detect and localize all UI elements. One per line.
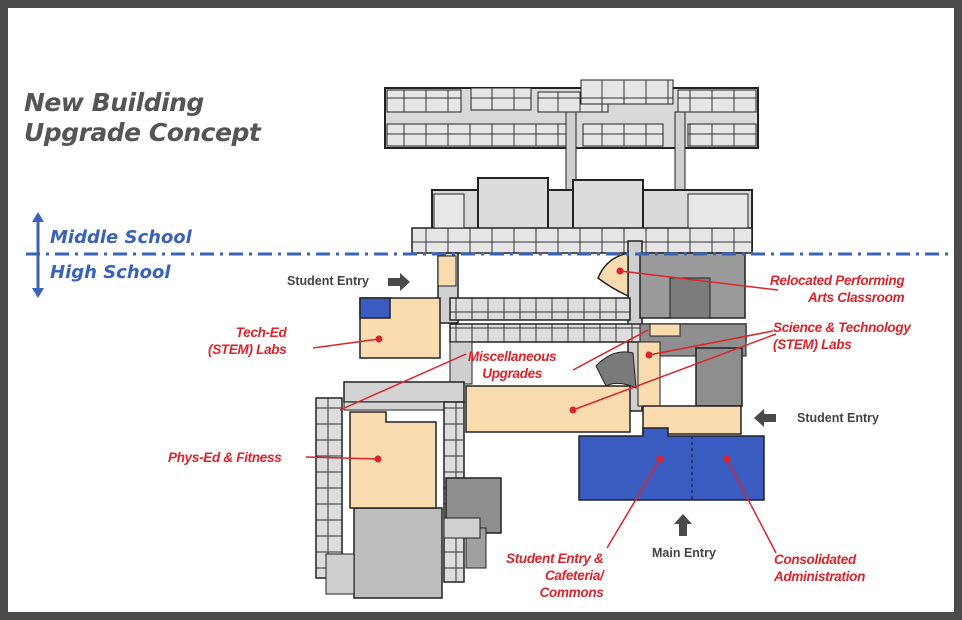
- student-entry-left-arrow: [388, 273, 410, 291]
- new-construction: [359, 297, 765, 501]
- science-technology-label: Science & Technology (STEM) Labs: [773, 320, 911, 352]
- phys-ed-area: [349, 411, 437, 509]
- middle-school-label: Middle School: [50, 227, 192, 248]
- page-title-line-2: Upgrade Concept: [24, 118, 261, 147]
- misc-upgrade-strip: [437, 255, 457, 287]
- cafeteria-label: Student Entry & Cafeteria/ Commons: [506, 551, 604, 600]
- stem-lab-main: [465, 385, 631, 433]
- callout-lines: [305, 270, 779, 554]
- student-entry-right-label: Student Entry: [797, 411, 879, 425]
- student-entry-left-label: Student Entry: [287, 274, 369, 288]
- administration-label: Consolidated Administration: [774, 552, 866, 584]
- student-entry-right-arrow: [754, 409, 776, 427]
- top-classroom-wing: [384, 79, 759, 243]
- performing-arts-area: [597, 252, 629, 298]
- gym-wing: [315, 381, 502, 599]
- tech-ed-label: Tech-Ed (STEM) Labs: [208, 325, 287, 357]
- upgrade-areas: [349, 252, 742, 509]
- commons-admin-block: [578, 427, 765, 501]
- performing-arts-label: Relocated Performing Arts Classroom: [770, 273, 905, 305]
- page-title-line-1: New Building: [24, 88, 204, 117]
- main-entry-arrow: [674, 514, 692, 536]
- stem-lab-lower: [642, 405, 742, 435]
- main-entry-label: Main Entry: [652, 546, 716, 560]
- floor-plan: [26, 79, 954, 599]
- stem-lab-upper: [649, 323, 681, 337]
- middle-school-core: [411, 177, 753, 254]
- tech-ed-blue-block: [359, 297, 391, 319]
- school-divider: [26, 212, 954, 298]
- high-school-label: High School: [50, 262, 171, 283]
- phys-ed-label: Phys-Ed & Fitness: [168, 450, 282, 465]
- misc-upgrades-label: Miscellaneous Upgrades: [468, 349, 557, 381]
- entry-arrows: [388, 273, 776, 536]
- slide: New Building Upgrade Concept Middle Scho…: [8, 8, 954, 612]
